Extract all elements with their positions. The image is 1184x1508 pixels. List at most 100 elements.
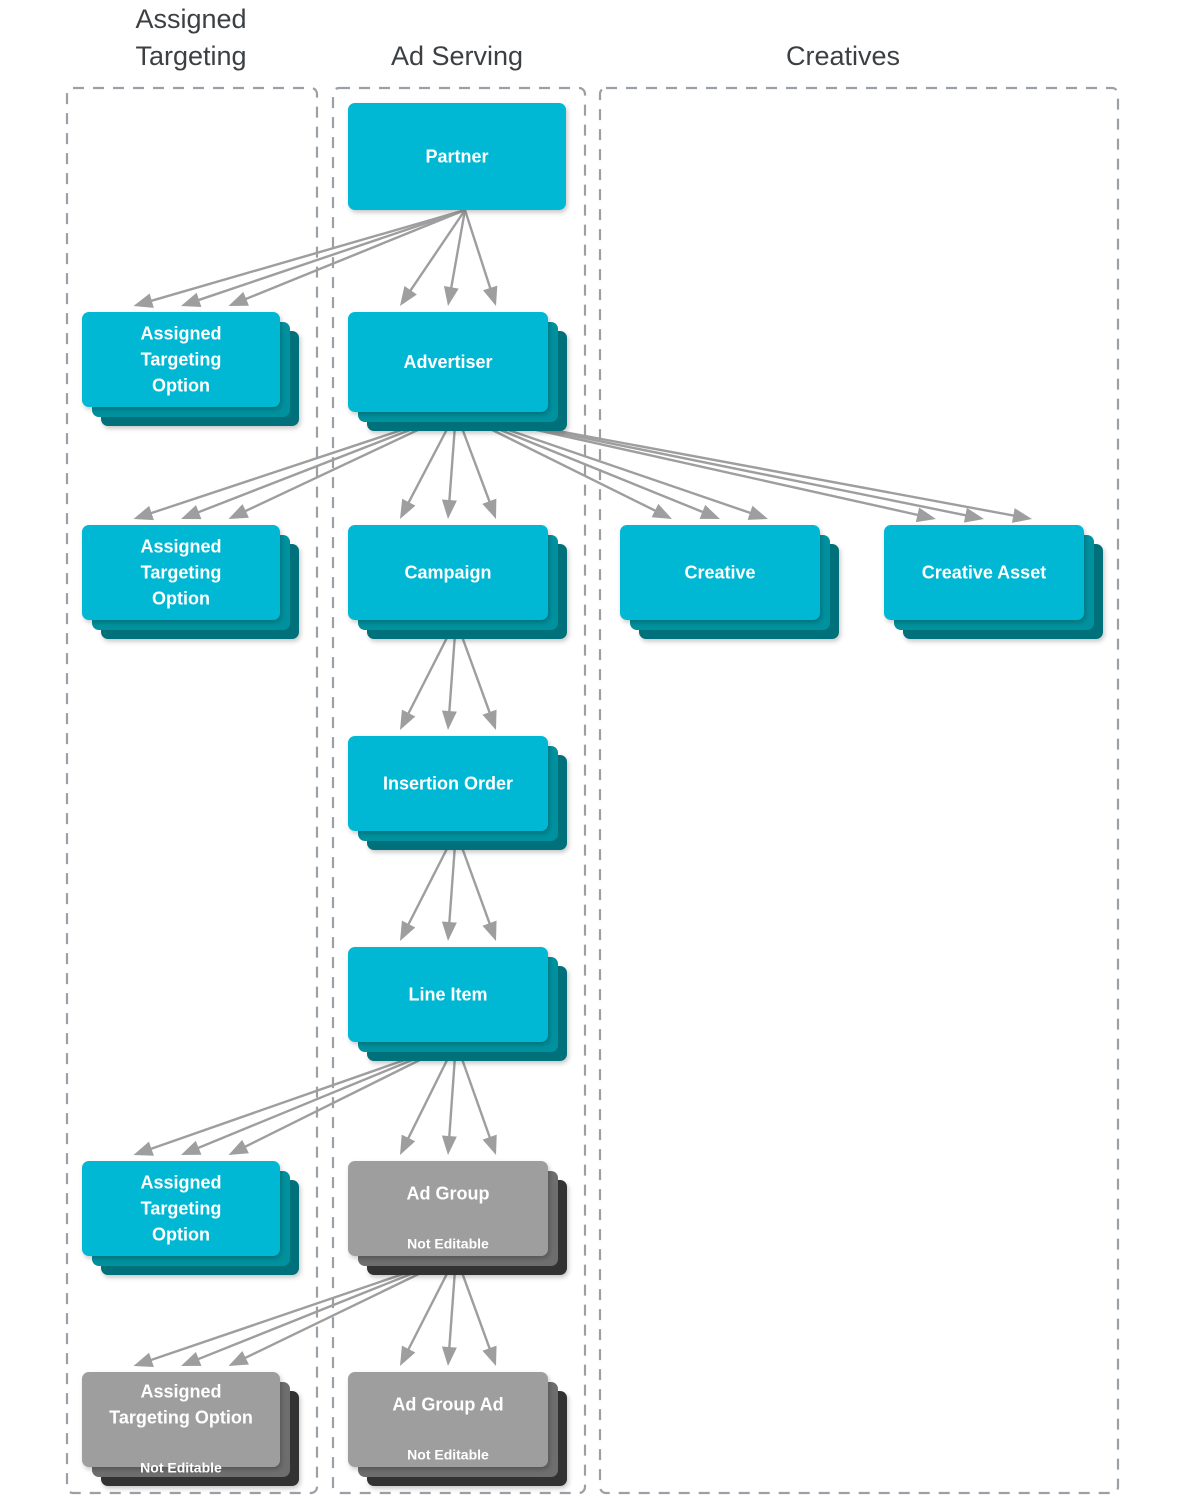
node-label: Option	[152, 376, 210, 396]
edge-arrowhead	[1011, 508, 1032, 523]
edge-arrowhead	[443, 285, 459, 306]
node-label: Campaign	[404, 563, 491, 583]
node-card[interactable]	[884, 525, 1084, 620]
edge-arrowhead	[181, 1140, 202, 1155]
node-card[interactable]	[620, 525, 820, 620]
node-card[interactable]	[348, 1372, 548, 1467]
node-card[interactable]	[82, 1161, 280, 1256]
edge-arrowhead	[441, 710, 457, 730]
node-label: Targeting	[141, 563, 222, 583]
node-insertion-order[interactable]: Insertion Order	[348, 736, 567, 850]
node-note: Not Editable	[407, 1236, 489, 1252]
edge-arrowhead	[482, 920, 497, 941]
edge-arrowhead	[181, 1351, 202, 1366]
node-label: Ad Group	[407, 1184, 490, 1204]
edge-line	[147, 208, 466, 303]
node-card[interactable]	[82, 525, 280, 620]
node-label: Assigned	[140, 1173, 221, 1193]
node-note: Not Editable	[140, 1460, 222, 1476]
edge-line	[449, 209, 467, 292]
node-card[interactable]	[348, 312, 548, 412]
edge-arrowhead	[915, 507, 936, 523]
node-label: Option	[152, 1225, 210, 1245]
node-label: Option	[152, 589, 210, 609]
node-campaign[interactable]: Campaign	[348, 525, 567, 639]
node-note: Not Editable	[407, 1447, 489, 1463]
edge-arrowhead	[699, 504, 720, 519]
edge-arrowhead	[133, 293, 154, 308]
group-title-ad-serving: Ad Serving	[391, 41, 523, 71]
node-label: Insertion Order	[383, 774, 513, 794]
edge-arrowhead	[441, 499, 457, 519]
edge-line	[241, 208, 466, 302]
group-container-assigned-targeting	[65, 86, 319, 1495]
node-label: Assigned	[140, 537, 221, 557]
node-label: Creative Asset	[922, 563, 1046, 583]
group-title-creatives: Creatives	[786, 41, 900, 71]
edge-arrowhead	[228, 291, 249, 306]
node-card[interactable]	[348, 103, 566, 210]
node-partner[interactable]: Partner	[348, 103, 566, 210]
edge-arrowhead	[482, 1134, 497, 1155]
edge-arrowhead	[400, 1345, 416, 1366]
node-label: Targeting	[141, 350, 222, 370]
edge-line	[194, 208, 466, 303]
edge-arrowhead	[228, 1350, 249, 1366]
node-label: Targeting	[141, 1199, 222, 1219]
group-title-assigned-targeting: Assigned	[135, 4, 246, 34]
node-card[interactable]	[348, 1161, 548, 1256]
node-card[interactable]	[348, 947, 548, 1042]
group-container-ad-serving	[331, 86, 587, 1495]
edge-arrowhead	[400, 498, 416, 519]
node-label: Partner	[425, 147, 488, 167]
edge-arrowhead	[400, 286, 417, 306]
edge-arrowhead	[651, 503, 672, 519]
node-creative[interactable]: Creative	[620, 525, 839, 639]
edge-arrowhead	[400, 709, 416, 730]
node-card[interactable]	[348, 525, 548, 620]
node-line-item[interactable]: Line Item	[348, 947, 567, 1061]
node-label: Line Item	[408, 985, 487, 1005]
edge-arrowhead	[228, 504, 249, 519]
edge-arrowhead	[181, 292, 202, 308]
edge-arrowhead	[747, 505, 768, 520]
node-card[interactable]	[82, 1372, 280, 1467]
edge-arrowhead	[482, 709, 497, 730]
edge-arrowhead	[963, 507, 984, 523]
node-label: Assigned	[140, 324, 221, 344]
node-creative-asset[interactable]: Creative Asset	[884, 525, 1103, 639]
node-label: Creative	[684, 563, 755, 583]
node-label: Targeting Option	[109, 1408, 253, 1428]
node-label: Assigned	[140, 1382, 221, 1402]
node-label: Advertiser	[403, 352, 492, 372]
group-title-assigned-targeting: Targeting	[135, 41, 246, 71]
edge-arrowhead	[133, 1141, 154, 1156]
group-container-creatives	[598, 86, 1120, 1495]
edge-arrowhead	[441, 1346, 457, 1366]
edge-arrowhead	[482, 498, 497, 519]
node-layer: PartnerAssignedTargetingOptionAdvertiser…	[82, 103, 1103, 1486]
node-advertiser[interactable]: Advertiser	[348, 312, 567, 431]
edge-arrowhead	[441, 1135, 457, 1155]
node-card[interactable]	[82, 312, 280, 407]
edge-arrowhead	[400, 920, 416, 941]
edge-arrowhead	[441, 921, 457, 941]
node-card[interactable]	[348, 736, 548, 831]
edge-arrowhead	[483, 285, 498, 306]
edge-arrowhead	[133, 505, 154, 521]
edge-line	[463, 209, 493, 293]
edge-arrowhead	[228, 1139, 249, 1155]
edge-line	[407, 209, 466, 295]
group-containers	[65, 86, 1120, 1495]
edge-arrowhead	[181, 505, 202, 520]
edge-arrowhead	[400, 1134, 416, 1155]
